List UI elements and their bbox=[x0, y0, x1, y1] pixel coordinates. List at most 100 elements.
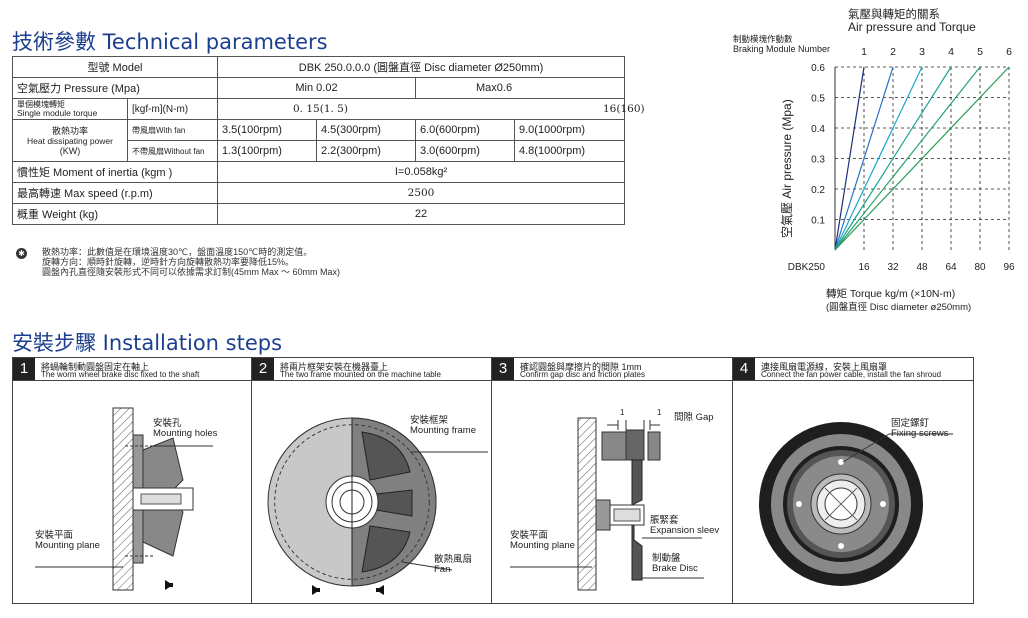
spec-table: 型號 Model DBK 250.0.0.0 (圓盤直徑 Disc diamet… bbox=[12, 56, 645, 225]
without-fan-cell: 3.0(600rpm) bbox=[415, 140, 515, 162]
table-row-pressure: 空氣壓力 Pressure (Mpa) Min 0.02 Max0.6 bbox=[12, 77, 626, 99]
step-title-en: The two frame mounted on the machine tab… bbox=[280, 370, 441, 379]
step-2-diagram bbox=[267, 417, 488, 595]
mounting-plane-label-en: Mounting plane bbox=[35, 540, 100, 551]
chart-ytick-label: 0.5 bbox=[811, 94, 825, 105]
table-row-torque: 單個模塊轉矩 Single module torque [kgf-m](N-m)… bbox=[12, 98, 645, 120]
step-4-panel: 4 連接風扇電源線，安裝上風扇罩 Connect the fan power c… bbox=[733, 357, 974, 604]
step-number: 3 bbox=[492, 358, 514, 380]
brake-disc-label-cn: 制動盤 bbox=[652, 553, 681, 564]
fixing-screws-label-cn: 固定鏍釘 bbox=[891, 418, 930, 429]
chart-series-line bbox=[834, 66, 865, 251]
inertia-value: I=0.058kg² bbox=[216, 161, 626, 183]
notes: ✱ 散熱功率：此數值是在環境溫度30℃，盤面溫度150℃時的測定值。 旋轉方向：… bbox=[16, 247, 340, 277]
fixing-screws-label-en: Fixing screws bbox=[891, 428, 949, 439]
step-3-panel: 3 確認圓盤與摩擦片的間隙 1mm Confirm gap disc and f… bbox=[492, 357, 733, 604]
chart-xtick-label: 80 bbox=[974, 262, 986, 273]
chart-ytick-label: 0.3 bbox=[811, 155, 825, 166]
chart-ylabel: 空氣壓 Air pressure (Mpa) bbox=[780, 99, 794, 238]
chart-module-number: 4 bbox=[948, 46, 954, 58]
mounting-plane-label-cn: 安裝平面 bbox=[510, 530, 549, 541]
note-line: 圓盤內孔直徑隨安裝形式不同可以依據需求訂制(45mm Max ～ 60mm Ma… bbox=[42, 267, 341, 277]
without-fan-cell: 2.2(300rpm) bbox=[316, 140, 416, 162]
mounting-holes-label-cn: 安裝孔 bbox=[153, 418, 182, 429]
without-fan-cell: 1.3(100rpm) bbox=[217, 140, 317, 162]
with-fan-cell: 3.5(100rpm) bbox=[217, 119, 317, 141]
heat-label-cn: 散熱功率 bbox=[51, 125, 88, 136]
gap-dimension-right: 1 bbox=[657, 408, 662, 417]
note-line: 散熱功率：此數值是在環境溫度30℃，盤面溫度150℃時的測定值。 bbox=[42, 247, 313, 257]
step-title-cn: 連接風扇電源線，安裝上風扇罩 bbox=[761, 362, 888, 372]
step-title-en: Connect the fan power cable, install the… bbox=[761, 370, 942, 379]
step-3-diagram bbox=[510, 417, 704, 591]
step-title-en: The worm wheel brake disc fixed to the s… bbox=[41, 370, 200, 379]
chart-xtick-label: 16 bbox=[858, 262, 870, 273]
step-title-cn: 將兩片框架安裝在機器臺上 bbox=[280, 362, 389, 372]
table-row-speed: 最高轉速 Max speed (r.p.m) 2500 bbox=[12, 182, 626, 204]
gap-dimension-left: 1 bbox=[620, 408, 625, 417]
chart-xlabel-line1: 轉矩 Torque kg/m (×10N-m) bbox=[826, 288, 956, 300]
chart-title-en: Air pressure and Torque bbox=[848, 20, 976, 34]
mounting-plane-label-en: Mounting plane bbox=[510, 540, 575, 551]
model-label: 型號 Model bbox=[12, 56, 218, 78]
step-number: 4 bbox=[733, 358, 755, 380]
step-2-panel: 2 將兩片框架安裝在機器臺上 The two frame mounted on … bbox=[252, 357, 492, 604]
chart-xlabel-line2: (圓盤直徑 Disc diameter ø250mm) bbox=[826, 302, 972, 313]
fan-label-cn: 散熱風扇 bbox=[434, 554, 473, 565]
mounting-frame-label-cn: 安裝框架 bbox=[410, 415, 449, 426]
inertia-label: 慣性矩 Moment of inertia (kgm ) bbox=[12, 161, 218, 183]
chart-series-line bbox=[834, 66, 952, 251]
step-1-panel: 1 將蝸輪制動圓盤固定在軸上 The worm wheel brake disc… bbox=[12, 357, 252, 604]
chart-series-line bbox=[834, 66, 894, 251]
torque-label-en: Single module torque bbox=[17, 108, 98, 118]
chart-title-cn: 氣壓與轉矩的關系 bbox=[848, 9, 940, 21]
technical-parameters-title: 技術參數 Technical parameters bbox=[12, 30, 328, 54]
table-row-inertia: 慣性矩 Moment of inertia (kgm ) I=0.058kg² bbox=[12, 161, 626, 183]
pressure-label: 空氣壓力 Pressure (Mpa) bbox=[12, 77, 218, 99]
chart-ytick-label: 0.4 bbox=[811, 124, 825, 135]
torque-label-cn: 單個模塊轉矩 bbox=[17, 100, 65, 109]
step-title-cn: 將蝸輪制動圓盤固定在軸上 bbox=[41, 362, 150, 372]
chart-series-line bbox=[834, 66, 923, 251]
without-fan-cell: 4.8(1000rpm) bbox=[513, 140, 626, 162]
weight-label: 概重 Weight (kg) bbox=[12, 203, 218, 225]
pressure-max: Max0.6 bbox=[414, 77, 626, 99]
chart-x-origin-label: DBK250 bbox=[788, 262, 826, 273]
step-4-diagram bbox=[759, 422, 953, 586]
heat-label-en: Heat dissipating power bbox=[27, 135, 113, 146]
table-row-model: 型號 Model DBK 250.0.0.0 (圓盤直徑 Disc diamet… bbox=[12, 56, 626, 78]
chart-module-number: 2 bbox=[890, 46, 896, 58]
note-line: 旋轉方向：順時針旋轉，逆時針方向旋轉散熱功率要降低15%。 bbox=[42, 257, 295, 267]
expansion-sleeve-label-en: Expansion sleev bbox=[650, 525, 720, 536]
torque-min: 0. 15(1. 5) bbox=[293, 103, 348, 115]
table-row-weight: 概重 Weight (kg) 22 bbox=[12, 203, 626, 225]
model-value: DBK 250.0.0.0 (圓盤直徑 Disc diameter Ø250mm… bbox=[216, 56, 626, 78]
info-icon: ✱ bbox=[16, 248, 27, 259]
mounting-holes-label-en: Mounting holes bbox=[153, 428, 218, 439]
with-fan-cell: 6.0(600rpm) bbox=[415, 119, 515, 141]
with-fan-cell: 9.0(1000rpm) bbox=[513, 119, 626, 141]
chart-module-number: 1 bbox=[861, 46, 867, 58]
chart-series-line bbox=[834, 66, 1010, 251]
chart-xtick-label: 96 bbox=[1003, 262, 1015, 273]
chart-xtick-label: 64 bbox=[945, 262, 957, 273]
mounting-plane-label-cn: 安裝平面 bbox=[35, 530, 74, 541]
without-fan-label: 不帶風扇Without fan bbox=[127, 140, 218, 162]
module-label-en: Braking Module Number bbox=[733, 44, 831, 54]
step-number: 2 bbox=[252, 358, 274, 380]
step-title-en: Confirm gap disc and friction plates bbox=[520, 370, 645, 379]
chart-xtick-label: 32 bbox=[887, 262, 899, 273]
speed-value: 2500 bbox=[216, 182, 626, 204]
torque-max: 16(160) bbox=[603, 103, 645, 115]
with-fan-label: 帶風扇With fan bbox=[127, 119, 218, 141]
table-row-heat-with-fan: 散熱功率 Heat dissipating power (KW) 帶風扇With… bbox=[12, 119, 626, 162]
speed-label: 最高轉速 Max speed (r.p.m) bbox=[12, 182, 218, 204]
module-label-cn: 制動模塊作動數 bbox=[733, 34, 793, 44]
weight-value: 22 bbox=[216, 203, 626, 225]
fan-label-en: Fan bbox=[434, 564, 451, 575]
gap-label: 間隙 Gap bbox=[674, 412, 714, 423]
chart-ytick-label: 0.6 bbox=[811, 63, 825, 74]
chart-ytick-label: 0.2 bbox=[811, 185, 825, 196]
with-fan-cell: 4.5(300rpm) bbox=[316, 119, 416, 141]
